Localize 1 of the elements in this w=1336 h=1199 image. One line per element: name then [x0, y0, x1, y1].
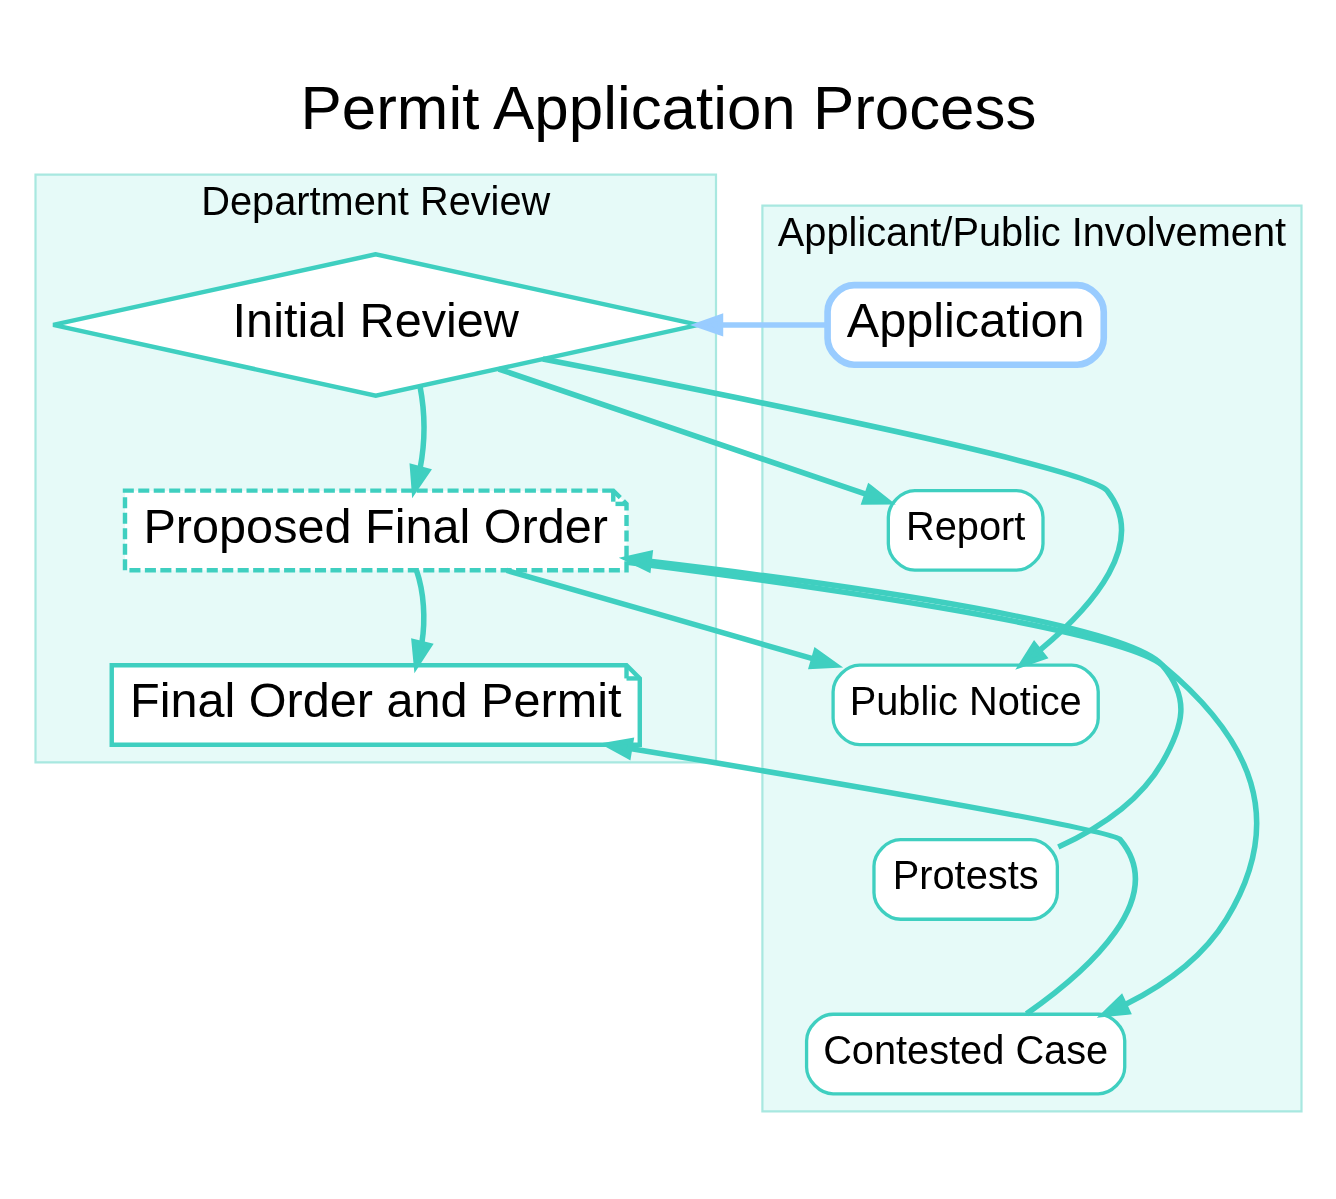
diagram-title: Permit Application Process [300, 72, 1036, 142]
